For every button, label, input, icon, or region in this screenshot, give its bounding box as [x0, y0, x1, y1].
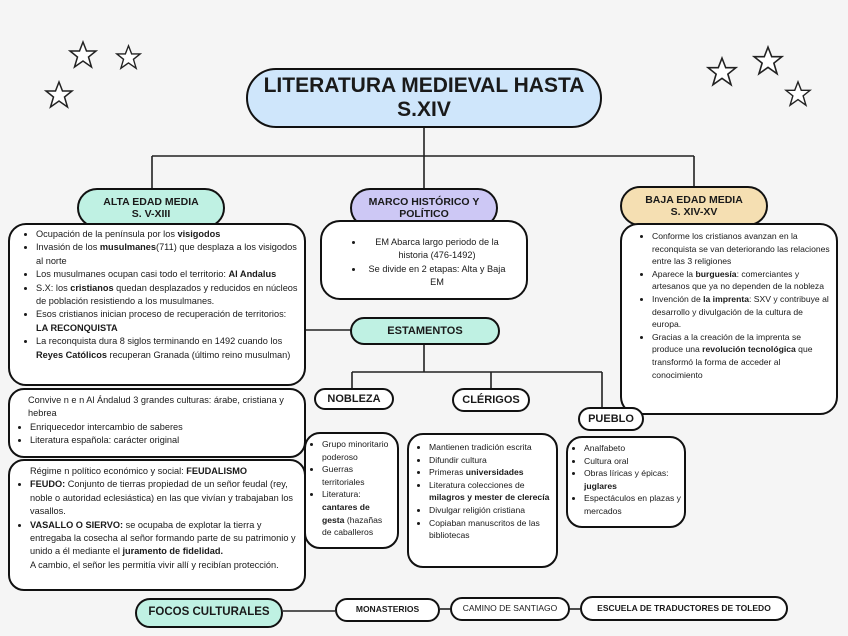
alta-title-line1: ALTA EDAD MEDIA	[103, 195, 199, 208]
marco-title-line1: MARCO HISTÓRICO Y	[368, 195, 480, 208]
list-item: Mantienen tradición escrita	[429, 441, 552, 454]
pueblo-box: Analfabeto Cultura oral Obras líricas y …	[566, 436, 686, 528]
list-item: Primeras universidades	[429, 466, 552, 479]
nobleza-box: Grupo minoritario poderoso Guerras terri…	[304, 432, 399, 549]
pueblo-list: Analfabeto Cultura oral Obras líricas y …	[582, 442, 681, 518]
list-item: Difundir cultura	[429, 454, 552, 467]
list-item: Divulgar religión cristiana	[429, 504, 552, 517]
baja-edad-media-header: BAJA EDAD MEDIA S. XIV-XV	[620, 186, 768, 226]
camino-santiago-node: CAMINO DE SANTIAGO	[450, 597, 570, 621]
feudo-item: FEUDO: Conjunto de tierras propiedad de …	[30, 478, 298, 518]
nobleza-list: Grupo minoritario poderoso Guerras terri…	[320, 438, 394, 539]
list-item: Copiaban manuscritos de las bibliotecas	[429, 517, 552, 542]
list-item: Esos cristianos inician proceso de recup…	[36, 308, 298, 335]
alta-list: Ocupación de la península por los visigo…	[22, 228, 298, 362]
marco-historico-box: EM Abarca largo periodo de la historia (…	[320, 220, 528, 300]
list-item: Grupo minoritario poderoso	[322, 438, 394, 463]
marco-title-line2: POLÍTICO	[399, 208, 449, 220]
list-item: Obras líricas y épicas: juglares	[584, 467, 681, 492]
list-item: Invasión de los musulmanes(711) que desp…	[36, 241, 298, 268]
baja-list: Conforme los cristianos avanzan en la re…	[638, 230, 830, 381]
list-item: Guerras territoriales	[322, 463, 394, 488]
main-title-line1: LITERATURA MEDIEVAL HASTA	[263, 73, 585, 97]
baja-title-line1: BAJA EDAD MEDIA	[645, 193, 743, 206]
monasterios-node: MONASTERIOS	[335, 598, 440, 622]
focos-label: FOCOS CULTURALES	[148, 606, 270, 619]
clerigos-label: CLÉRIGOS	[462, 393, 520, 406]
list-item: Cultura oral	[584, 455, 681, 468]
feudalismo-box: Régime n político económico y social: FE…	[8, 459, 306, 591]
feudalismo-line: Régime n político económico y social: FE…	[30, 466, 248, 476]
star-icon	[706, 56, 738, 87]
vasallo-item: VASALLO O SIERVO: se ocupaba de explotar…	[30, 519, 298, 559]
star-icon	[68, 40, 98, 69]
pueblo-node: PUEBLO	[578, 407, 644, 431]
star-icon	[115, 44, 142, 70]
star-icon	[44, 80, 74, 109]
list-item: Enriquecedor intercambio de saberes	[30, 421, 298, 434]
focos-culturales-node: FOCOS CULTURALES	[135, 598, 283, 628]
estamentos-node: ESTAMENTOS	[350, 317, 500, 345]
alta-edad-media-box: Ocupación de la península por los visigo…	[8, 223, 306, 386]
list-item: Analfabeto	[584, 442, 681, 455]
list-item: Literatura: cantares de gesta (hazañas d…	[322, 488, 394, 538]
feudal-final: A cambio, el señor les permitía vivir al…	[30, 559, 279, 570]
feudal-list: FEUDO: Conjunto de tierras propiedad de …	[30, 478, 298, 558]
nobleza-node: NOBLEZA	[314, 388, 394, 410]
monasterios-label: MONASTERIOS	[355, 604, 420, 615]
star-icon	[784, 80, 812, 107]
escuela-label: ESCUELA DE TRADUCTORES DE TOLEDO	[597, 602, 771, 613]
list-item: S.X: los cristianos quedan desplazados y…	[36, 282, 298, 309]
main-title: LITERATURA MEDIEVAL HASTA S.XIV	[246, 68, 602, 128]
clerigos-box: Mantienen tradición escrita Difundir cul…	[407, 433, 558, 568]
clerigos-list: Mantienen tradición escrita Difundir cul…	[427, 441, 552, 542]
estamentos-label: ESTAMENTOS	[387, 324, 463, 337]
baja-title-line2: S. XIV-XV	[670, 206, 718, 218]
culturas-list: Enriquecedor intercambio de saberes Lite…	[28, 421, 298, 448]
list-item: Aparece la burguesía: comerciantes y art…	[652, 268, 830, 293]
pueblo-label: PUEBLO	[588, 412, 634, 425]
list-item: Los musulmanes ocupan casi todo el terri…	[36, 268, 298, 281]
main-title-line2: S.XIV	[397, 98, 451, 121]
list-item: Literatura colecciones de milagros y mes…	[429, 479, 552, 504]
list-item: Literatura española: carácter original	[30, 434, 298, 447]
list-item: Conforme los cristianos avanzan en la re…	[652, 230, 830, 268]
list-item: Se divide en 2 etapas: Alta y Baja EM	[364, 263, 510, 290]
culturas-lead: Convive n e n Al Ándalud 3 grandes cultu…	[28, 395, 284, 419]
alta-edad-media-header: ALTA EDAD MEDIA S. V-XIII	[77, 188, 225, 228]
star-icon	[752, 45, 784, 76]
baja-edad-media-box: Conforme los cristianos avanzan en la re…	[620, 223, 838, 415]
list-item: EM Abarca largo periodo de la historia (…	[364, 236, 510, 263]
nobleza-label: NOBLEZA	[327, 392, 381, 405]
list-item: Espectáculos en plazas y mercados	[584, 492, 681, 517]
list-item: La reconquista dura 8 siglos terminando …	[36, 335, 298, 362]
culturas-box: Convive n e n Al Ándalud 3 grandes cultu…	[8, 388, 306, 458]
clerigos-node: CLÉRIGOS	[452, 388, 530, 412]
camino-label: CAMINO DE SANTIAGO	[462, 603, 558, 614]
list-item: Gracias a la creación de la imprenta se …	[652, 331, 830, 381]
escuela-traductores-node: ESCUELA DE TRADUCTORES DE TOLEDO	[580, 596, 788, 621]
list-item: Ocupación de la península por los visigo…	[36, 228, 298, 241]
marco-list: EM Abarca largo periodo de la historia (…	[350, 236, 510, 290]
list-item: Invención de la imprenta: SXV y contribu…	[652, 293, 830, 331]
alta-title-line2: S. V-XIII	[131, 208, 171, 220]
